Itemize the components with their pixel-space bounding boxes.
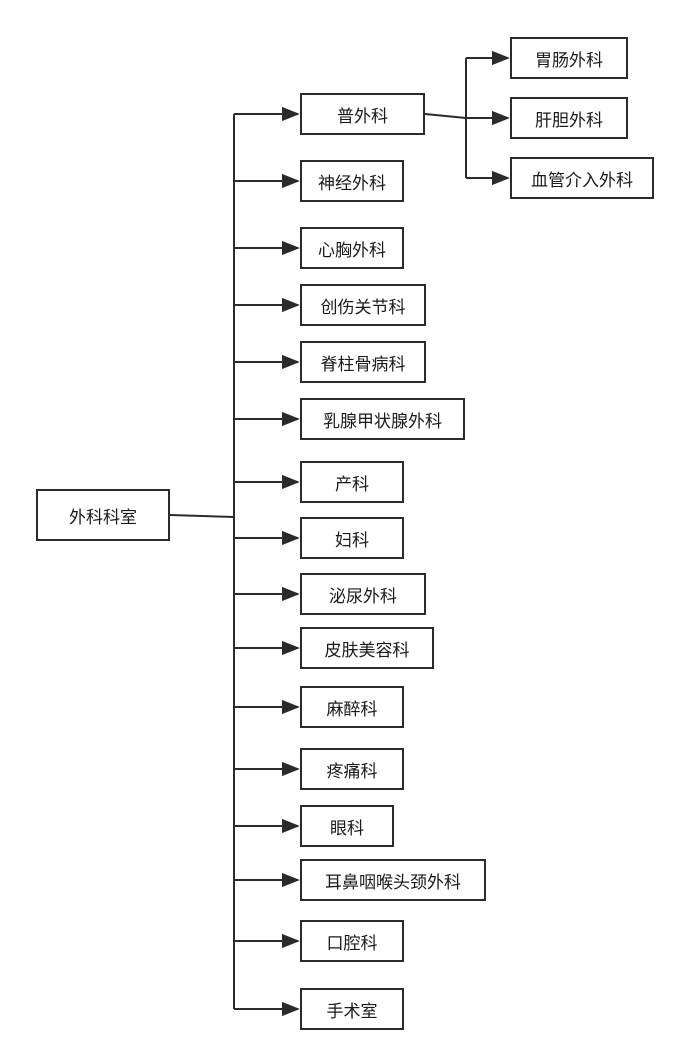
department-node: 手术室 [300,988,404,1030]
department-node: 皮肤美容科 [300,627,434,669]
root-connector [169,514,235,518]
subunit-node: 胃肠外科 [510,37,628,79]
department-node: 普外科 [300,93,425,135]
department-node: 产科 [300,461,404,503]
general-surgery-branch [424,113,467,119]
department-node: 疼痛科 [300,748,404,790]
department-node: 麻醉科 [300,686,404,728]
department-node: 泌尿外科 [300,573,426,615]
department-node: 乳腺甲状腺外科 [300,398,465,440]
department-node: 耳鼻咽喉头颈外科 [300,859,486,901]
department-node: 心胸外科 [300,227,404,269]
department-node: 脊柱骨病科 [300,341,426,383]
department-node: 创伤关节科 [300,284,426,326]
department-node: 妇科 [300,517,404,559]
department-node: 眼科 [300,805,394,847]
root-node: 外科科室 [36,489,170,541]
department-node: 口腔科 [300,920,404,962]
subunit-node: 肝胆外科 [510,97,628,139]
department-node: 神经外科 [300,160,404,202]
subunit-node: 血管介入外科 [510,157,654,199]
